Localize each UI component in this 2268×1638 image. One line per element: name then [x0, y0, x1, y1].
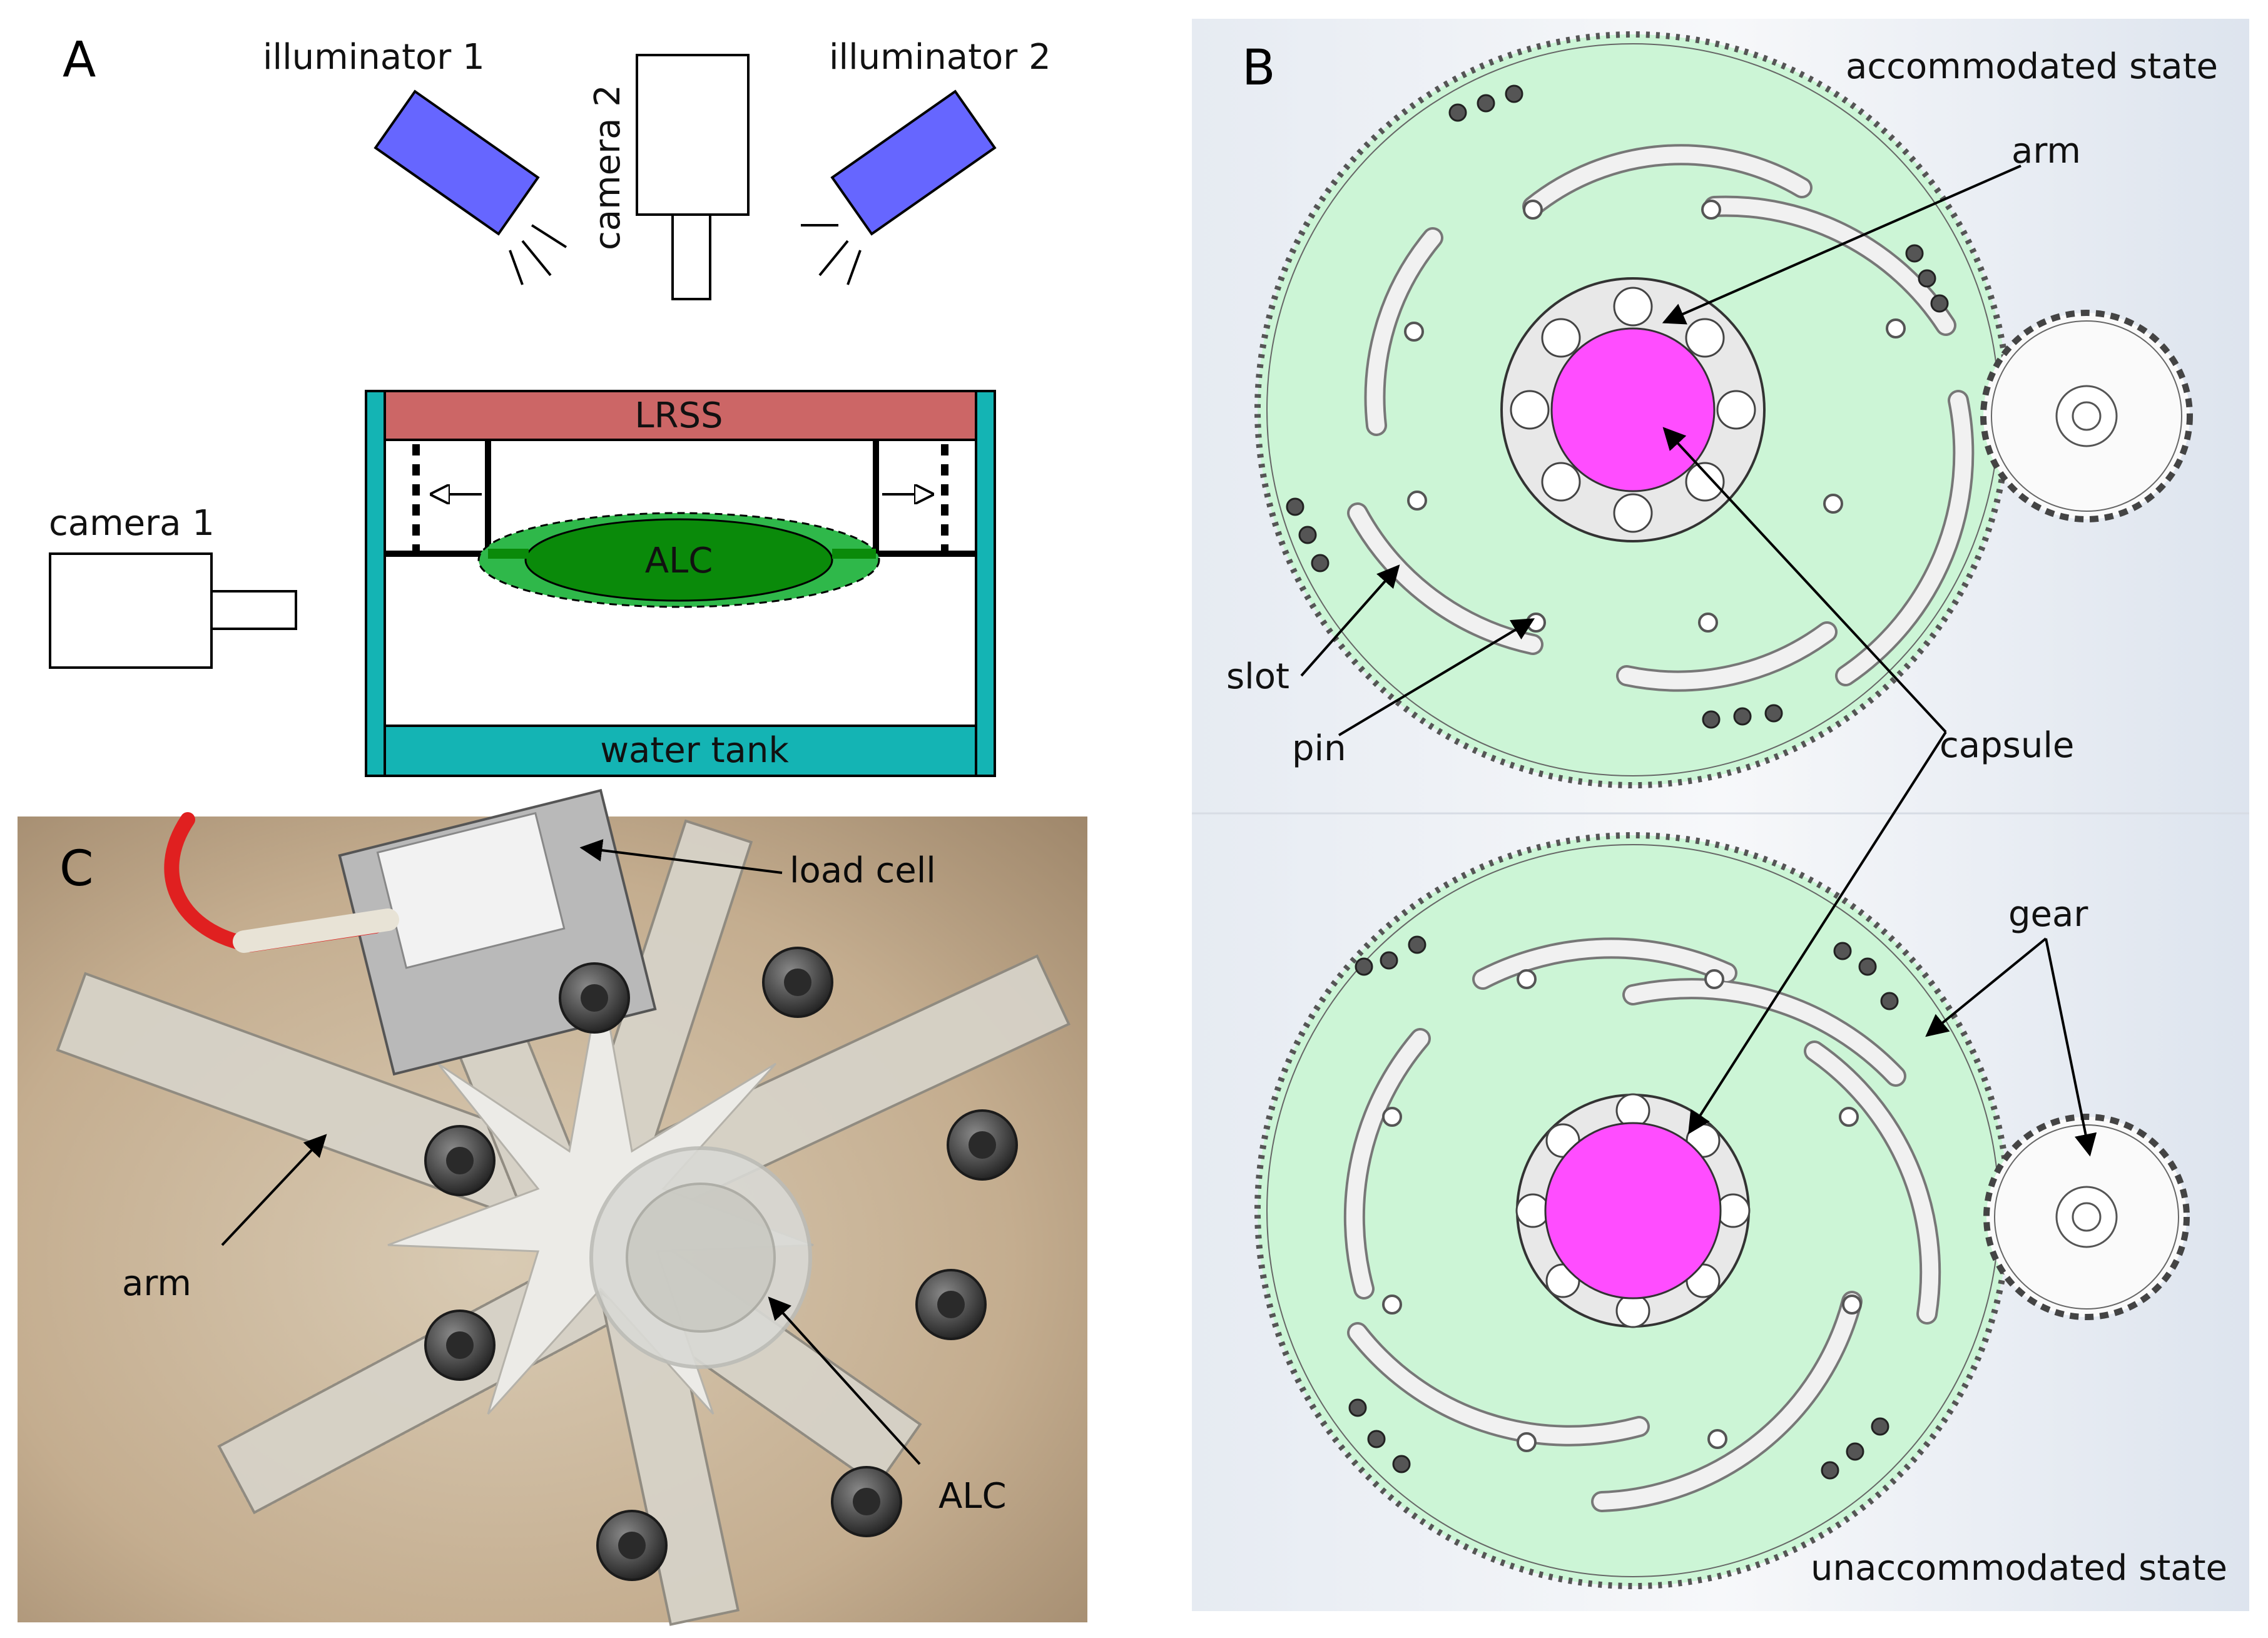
panel-a-letter: A [63, 32, 96, 88]
arm-label-b: arm [2011, 131, 2081, 171]
load-cell-label: load cell [790, 850, 936, 891]
camera-2 [636, 54, 750, 300]
accommodated-state-label: accommodated state [1846, 46, 2218, 87]
lrss-label: LRSS [634, 395, 723, 436]
small-gear-unaccommodated [1983, 1114, 2190, 1320]
illuminator-1-label: illuminator 1 [263, 37, 485, 78]
slot-label: slot [1226, 656, 1289, 697]
unaccommodated-state-label: unaccommodated state [1811, 1548, 2227, 1589]
alc-label-c: ALC [938, 1476, 1007, 1517]
illuminator-2 [801, 89, 997, 285]
alc-label-a: ALC [645, 541, 713, 581]
panel-c-letter: C [59, 841, 93, 897]
gear-assembly-unaccommodated [1254, 832, 2011, 1589]
tank-assembly [365, 390, 996, 777]
camera-1-label: camera 1 [49, 503, 215, 544]
illuminator-1 [374, 89, 567, 285]
camera-2-label: camera 2 [587, 84, 628, 250]
camera-1 [49, 552, 297, 669]
capsule-label: capsule [1940, 725, 2074, 766]
panel-a: A illuminator 1 camera 2 illuminator 2 [49, 32, 1051, 777]
water-tank-label: water tank [600, 730, 789, 771]
lrss-bar [384, 390, 977, 441]
panel-b: B accommodated state arm slot pin capsul… [1192, 19, 2249, 1611]
illuminator-2-label: illuminator 2 [829, 37, 1051, 78]
pin-label: pin [1292, 728, 1346, 769]
arm-label-c: arm [122, 1263, 191, 1304]
panel-b-letter: B [1242, 40, 1276, 96]
small-gear-accommodated [1980, 310, 2193, 522]
panel-c: C load cell arm ALC [18, 788, 1087, 1626]
gear-label: gear [2008, 894, 2088, 935]
gear-assembly-accommodated [1254, 31, 2011, 788]
water-tank-base [384, 725, 977, 777]
